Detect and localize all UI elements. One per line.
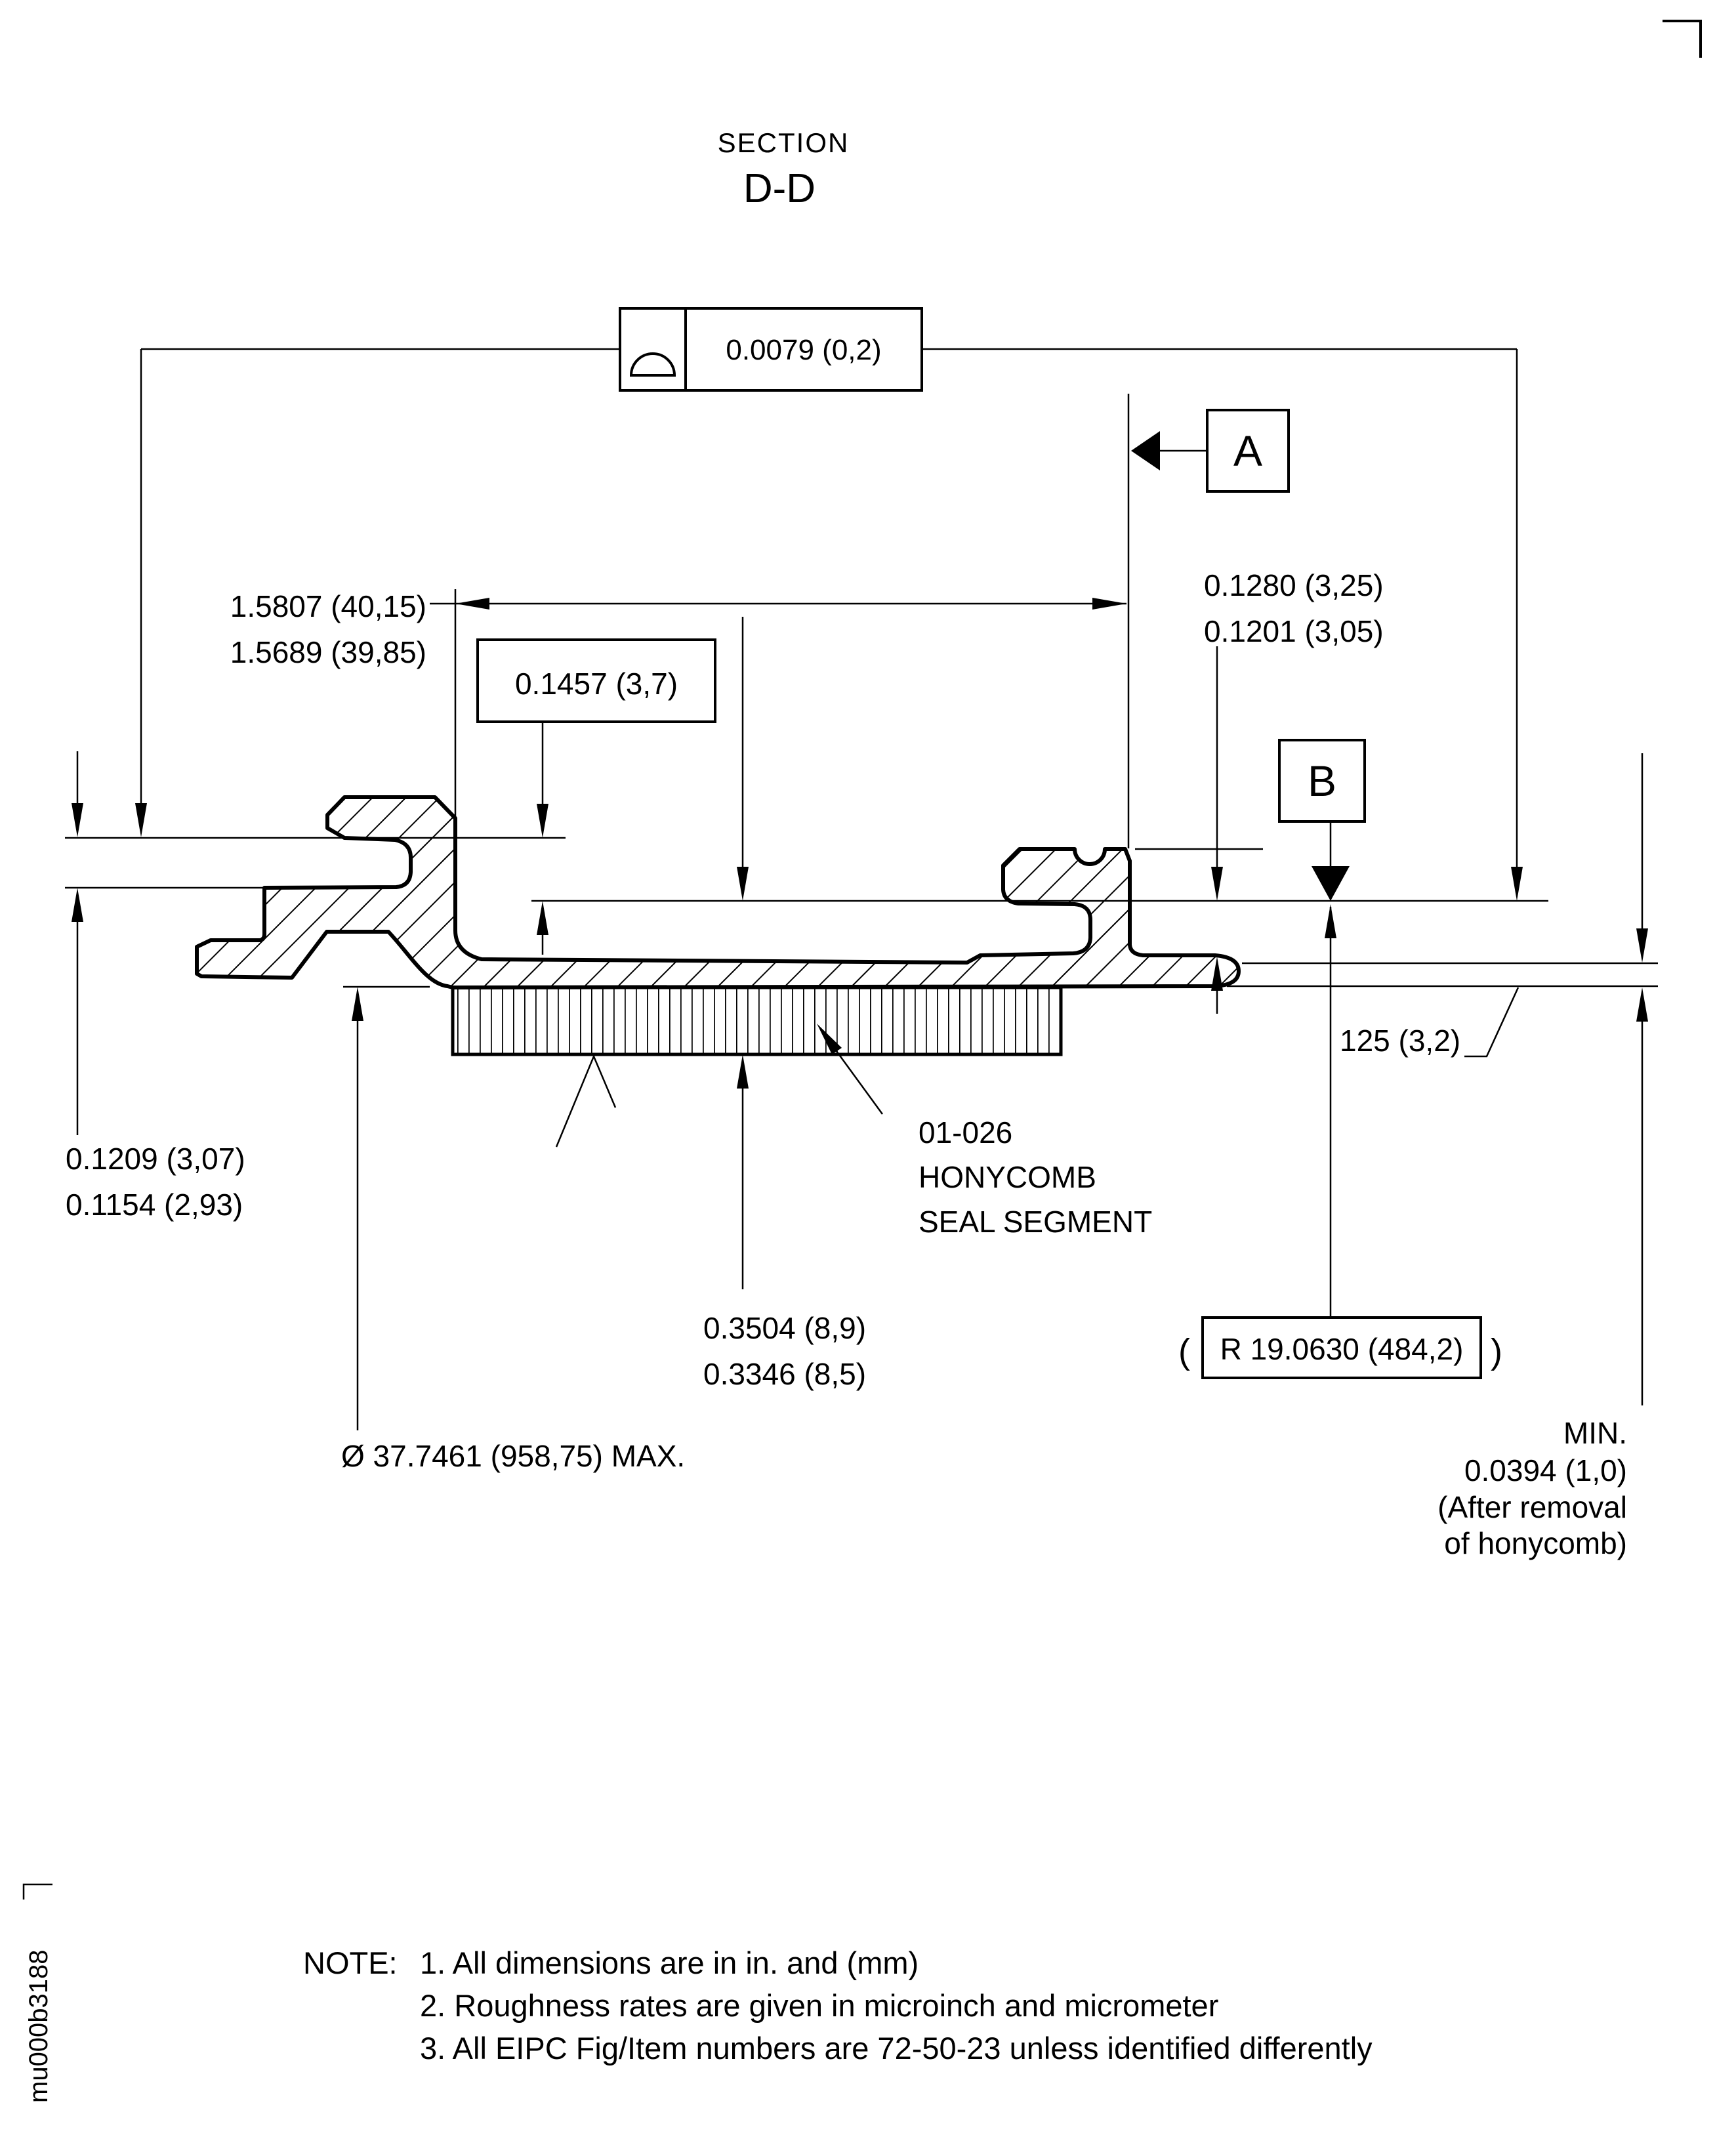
document-id: mu000b3188 (22, 1883, 53, 2103)
datum-a-label: A (1233, 426, 1262, 475)
flange-upper: 0.1209 (3,07) (66, 1142, 245, 1176)
arrowhead-up-icon (1211, 957, 1223, 991)
min-label: MIN. (1563, 1416, 1627, 1450)
datum-b: B (1278, 739, 1366, 901)
radius-paren-open: ( (1178, 1332, 1190, 1371)
feature-control-frame: 0.0079 (0,2) (619, 307, 923, 392)
arrowhead-up-icon (1325, 904, 1336, 938)
section-name: D-D (743, 166, 816, 211)
roughness-value: 125 (3,2) (1340, 1024, 1460, 1058)
notes-block: NOTE: 1. All dimensions are in in. and (… (303, 1945, 1373, 2066)
corner-trim-mark (1663, 20, 1702, 58)
diameter-max: Ø 37.7461 (958,75) MAX. (341, 1439, 685, 1473)
basic-dimension-step: 0.1457 (3,7) (476, 638, 716, 723)
arrowhead-right-icon (1092, 598, 1126, 610)
document-id-text: mu000b3188 (24, 1949, 53, 2103)
rail-depth-upper: 0.1280 (3,25) (1204, 568, 1384, 602)
arrowhead-down-icon (737, 867, 749, 901)
min-value: 0.0394 (1,0) (1464, 1453, 1627, 1487)
min-note-line2: of honycomb) (1444, 1526, 1627, 1560)
seal-lower: 0.3346 (8,5) (703, 1357, 866, 1391)
seal-upper: 0.3504 (8,9) (703, 1311, 866, 1345)
arrowhead-down-icon (1211, 867, 1223, 901)
radius-paren-close: ) (1491, 1332, 1502, 1371)
arrowhead-up-icon (352, 987, 363, 1021)
basic-dimension-radius: ( R 19.0630 (484,2) ) (1178, 1316, 1502, 1379)
datum-a: A (1131, 409, 1290, 493)
part-label: 01-026 HONYCOMB SEAL SEGMENT (919, 1115, 1152, 1239)
arrowhead-up-icon (737, 1054, 749, 1089)
arrowhead-down-icon (537, 804, 548, 838)
arrowhead-down-icon (135, 803, 147, 837)
datum-b-label: B (1308, 757, 1336, 805)
roughness-symbol-icon (555, 1054, 617, 1148)
arrowhead-down-icon (1636, 928, 1648, 963)
rail-depth-lower: 0.1201 (3,05) (1204, 614, 1384, 648)
seal-carrier-cross-section (195, 795, 1241, 989)
part-label-line3: SEAL SEGMENT (919, 1205, 1152, 1239)
arrowhead-up-icon (1636, 987, 1648, 1022)
width-upper: 1.5807 (40,15) (230, 589, 426, 623)
min-note-line1: (After removal (1437, 1490, 1627, 1524)
fcf-tolerance-value: 0.0079 (0,2) (726, 334, 881, 366)
part-label-line2: HONYCOMB (919, 1160, 1096, 1194)
profile-of-surface-icon (629, 352, 676, 377)
arrowhead-diagonal-icon (817, 1024, 842, 1054)
arrowhead-up-icon (72, 888, 83, 922)
section-label: SECTION (718, 127, 850, 158)
arrowheads (72, 598, 1648, 1089)
radius-dimension-value: R 19.0630 (484,2) (1220, 1332, 1464, 1366)
width-lower: 1.5689 (39,85) (230, 635, 426, 669)
roughness-symbol-icon (1464, 987, 1519, 1058)
arrowhead-down-icon (1511, 867, 1523, 901)
surface-roughness-symbols: 125 (3,2) (555, 987, 1519, 1148)
note-item: 2. Roughness rates are given in microinc… (420, 1988, 1218, 2023)
flange-lower: 0.1154 (2,93) (66, 1188, 243, 1222)
leader-lines (76, 348, 1643, 1430)
dimension-texts: 1.5807 (40,15) 1.5689 (39,85) 0.1280 (3,… (66, 568, 1627, 1560)
step-dimension-value: 0.1457 (3,7) (515, 667, 678, 701)
datum-triangle-icon (1312, 866, 1350, 901)
datum-triangle-icon (1131, 431, 1160, 470)
arrowhead-left-icon (455, 598, 489, 610)
note-item: 1. All dimensions are in in. and (mm) (420, 1945, 919, 1980)
notes-prefix: NOTE: (303, 1945, 398, 1980)
arrowhead-down-icon (72, 803, 83, 837)
part-label-line1: 01-026 (919, 1115, 1012, 1150)
note-item: 3. All EIPC Fig/Item numbers are 72-50-2… (420, 2031, 1373, 2066)
arrowhead-up-icon (537, 901, 548, 935)
honeycomb-seal-region (451, 986, 1063, 1056)
